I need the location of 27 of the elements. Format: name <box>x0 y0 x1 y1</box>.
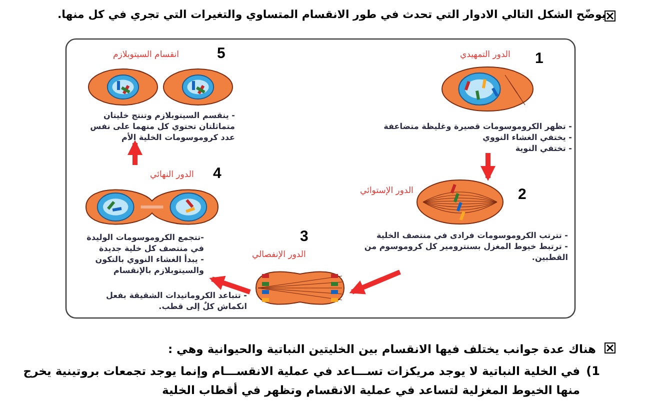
arrow <box>349 270 401 294</box>
phase-title: الدور التمهيدي <box>460 50 510 60</box>
bullet-text: - ترتبط خيوط المغزل بسنترومير كل كروموسوم من القطبين. <box>363 241 568 263</box>
bullet-text: - تظهر الكروموسومات قصيرة وغليظة متضاعفة <box>382 121 572 132</box>
step-number: 2 <box>518 186 526 203</box>
bullet-text: - تتباعد الكروماتيدات الشقيقة بفعل انكماش كلٌ إلى قطب. <box>105 290 247 312</box>
heading: هناك عدة جوانب يختلف فيها الانقسام بين الخليتين النباتية والحيوانية وهي : <box>166 341 596 358</box>
bullet-text: - تترتب الكروموسومات فرادى في منتصف الخلية <box>376 230 568 241</box>
step-number: 5 <box>217 45 226 62</box>
phase-title: الدور الإستوائي <box>360 186 414 196</box>
bullet-text: - تختفي النوية <box>514 143 572 154</box>
step-number: 1 <box>535 50 544 67</box>
step-number: 4 <box>213 165 222 182</box>
arrow <box>209 276 251 294</box>
title: يوضّح الشكل التالي الادوار التي تحدث في طور الانقسام المتساوي والتغيرات التي تجري في كل منها. <box>56 8 606 21</box>
phase-title: انقسام السيتوبلازم <box>113 50 180 60</box>
bullet-text: - يبدأ الغشاء النووي بالتكون والسيتوبلازم بالإنقسام <box>94 254 204 276</box>
step-number: 3 <box>300 228 308 245</box>
bullet-text: - يختفي الغشاء النووي <box>482 132 572 143</box>
list-number: 1) <box>585 363 600 380</box>
bullet-text: -تتجمع الكروموسومات الوليدة في منتصف كل خلية جديدة <box>86 232 204 254</box>
phase-title: الدور النهائي <box>150 170 194 180</box>
arrow <box>480 153 496 181</box>
bullet-text: - ينقسم السيتوبلازم وتنتج خليتان متماثلتان تحتوي كل منهما على نفس عدد كروموسومات الخلية الأم <box>89 110 235 143</box>
arrow <box>128 140 142 165</box>
phase-title: الدور الإنفصالي <box>252 250 306 260</box>
paragraph: في الخلية النباتية لا يوجد مريكزات تســـاعد في عملية الانقســـام وإنما يوجد تجمعات بروتينية يخرج منها الخيوط المغزلية لتساعد في عملية الانقسام وتظهر في أقطاب الخلية <box>22 363 580 399</box>
